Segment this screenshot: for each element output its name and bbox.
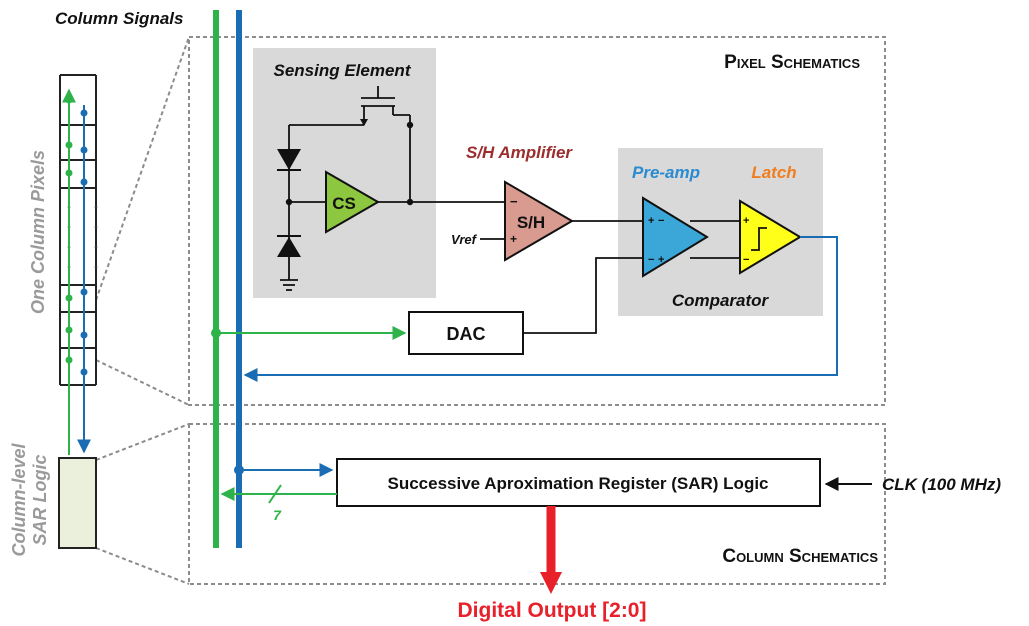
latch-hysteresis-symbol — [751, 227, 767, 251]
pixel-column — [59, 74, 98, 455]
dac-block — [408, 311, 524, 355]
dac-to-preamp-wire — [523, 257, 643, 334]
latch — [739, 199, 802, 275]
photodiode-bottom — [277, 237, 301, 257]
column-signals-label: Column Signals — [55, 9, 183, 28]
sh-amplifier — [504, 180, 574, 262]
column-schematics-title: Column Schematics — [722, 546, 878, 567]
pre-amp — [642, 196, 709, 278]
column-sar-logic-label-line2: SAR Logic — [30, 454, 50, 545]
latch-in-minus: − — [743, 254, 749, 266]
pixel-schematics-title: Pixel Schematics — [724, 52, 860, 73]
sar-logic-block — [336, 458, 821, 507]
digital-output-arrow — [540, 572, 562, 594]
latch-in-plus: + — [743, 215, 749, 227]
preamp-in-minus: − — [648, 254, 654, 266]
bus-width-slash — [268, 484, 282, 504]
sar-logic-label: Successive Aproximation Register (SAR) L… — [387, 474, 768, 493]
sh-amplifier-label: S/H Amplifier — [466, 143, 573, 162]
bus-width-label: 7 — [273, 507, 282, 523]
photodiode-top — [277, 149, 301, 170]
comparator-label: Comparator — [672, 291, 770, 310]
one-column-pixels-label: One Column Pixels — [28, 150, 48, 314]
sh-label: S/H — [517, 213, 545, 232]
sh-minus-sign: − — [510, 194, 518, 209]
column-sar-logic-box — [58, 457, 97, 549]
vref-label: Vref — [451, 232, 478, 247]
pre-amp-label: Pre-amp — [632, 163, 700, 182]
cs-amplifier — [325, 170, 381, 234]
dac-label: DAC — [447, 324, 486, 344]
preamp-in-plus: + — [648, 215, 654, 227]
clk-label: CLK (100 MHz) — [882, 475, 1001, 494]
column-sar-logic-label-line1: Column-level — [9, 442, 29, 556]
digital-output-label: Digital Output [2:0] — [458, 599, 647, 622]
preamp-out-minus: − — [658, 215, 664, 227]
sensing-element-panel — [253, 48, 436, 298]
preamp-out-plus: + — [658, 254, 664, 266]
sensing-element-label: Sensing Element — [274, 61, 412, 80]
zoom-connector-lines — [95, 36, 190, 585]
latch-label: Latch — [751, 163, 796, 182]
cs-label: CS — [332, 194, 356, 213]
transistor-arrow — [360, 119, 368, 126]
latch-output-feedback-wire — [243, 236, 838, 382]
sh-plus-sign: + — [510, 232, 517, 246]
column-schematics-box — [188, 423, 886, 585]
